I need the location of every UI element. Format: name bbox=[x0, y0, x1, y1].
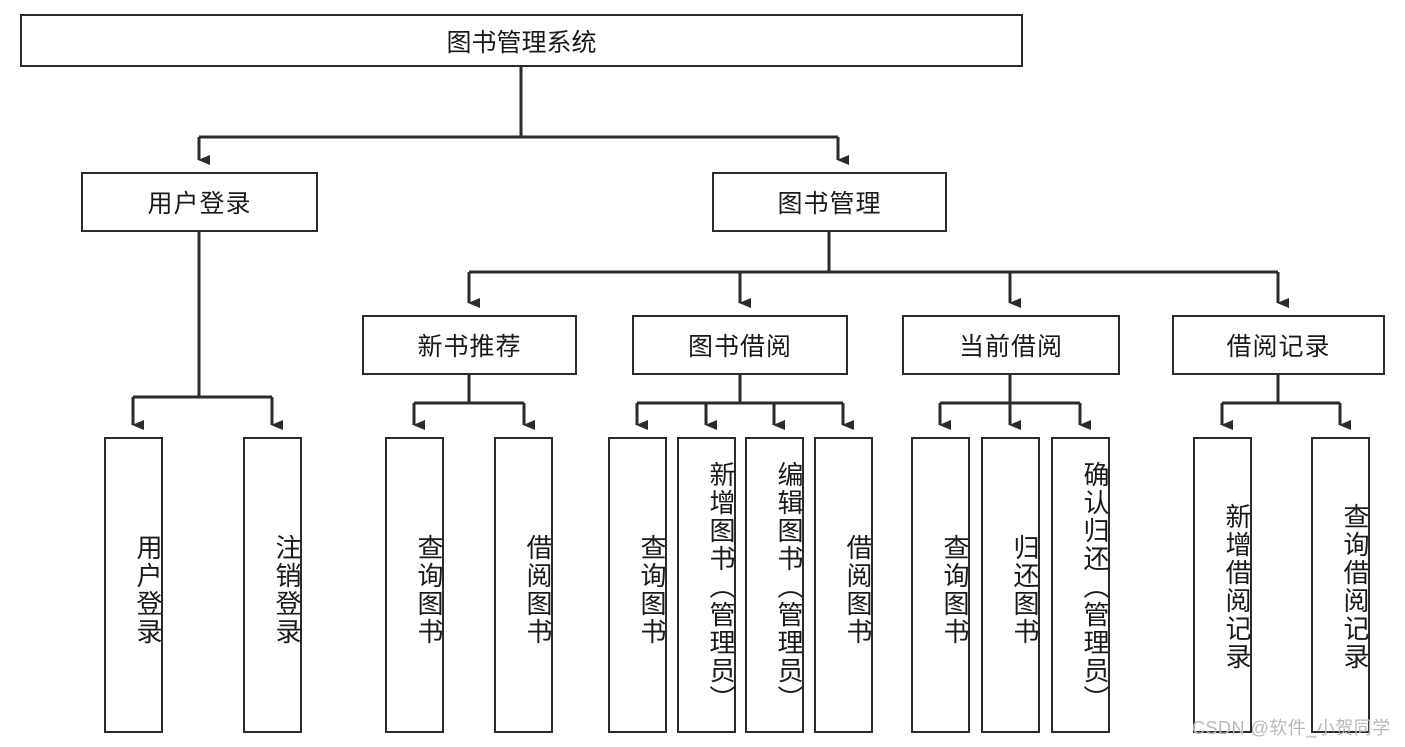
node-leaf-borrow-book-2[interactable]: 借阅图书 bbox=[814, 437, 873, 733]
node-leaf-logout[interactable]: 注销登录 bbox=[243, 437, 302, 733]
node-current-borrow-label: 当前借阅 bbox=[958, 333, 1063, 361]
node-leaf-query-book-1-label: 查询图书 bbox=[414, 534, 444, 646]
node-book-mgmt[interactable]: 图书管理 bbox=[712, 172, 947, 232]
node-book-mgmt-label: 图书管理 bbox=[777, 190, 882, 218]
node-leaf-return-book-label: 归还图书 bbox=[1010, 534, 1040, 646]
node-leaf-add-record[interactable]: 新增借阅记录 bbox=[1193, 437, 1252, 733]
node-leaf-borrow-book-1-label: 借阅图书 bbox=[523, 534, 553, 646]
node-leaf-query-book-3-label: 查询图书 bbox=[940, 534, 970, 646]
node-leaf-edit-book[interactable]: 编辑图书（管理员） bbox=[745, 437, 804, 733]
node-borrow-record-label: 借阅记录 bbox=[1226, 333, 1331, 361]
node-book-borrow[interactable]: 图书借阅 bbox=[632, 315, 848, 375]
node-leaf-logout-label: 注销登录 bbox=[272, 534, 302, 646]
node-leaf-edit-book-label: 编辑图书（管理员） bbox=[774, 461, 804, 713]
node-leaf-query-book-2[interactable]: 查询图书 bbox=[608, 437, 667, 733]
node-leaf-query-record[interactable]: 查询借阅记录 bbox=[1311, 437, 1370, 733]
node-leaf-add-book-label: 新增图书（管理员） bbox=[706, 461, 736, 713]
node-leaf-borrow-book-1[interactable]: 借阅图书 bbox=[494, 437, 553, 733]
node-root-label: 图书管理系统 bbox=[446, 28, 597, 57]
node-leaf-user-login-label: 用户登录 bbox=[133, 534, 163, 646]
node-new-book-rec-label: 新书推荐 bbox=[417, 333, 522, 361]
node-current-borrow[interactable]: 当前借阅 bbox=[902, 315, 1120, 375]
node-user-login[interactable]: 用户登录 bbox=[81, 172, 318, 232]
node-new-book-rec[interactable]: 新书推荐 bbox=[362, 315, 577, 375]
node-leaf-borrow-book-2-label: 借阅图书 bbox=[843, 534, 873, 646]
node-leaf-confirm-return[interactable]: 确认归还（管理员） bbox=[1051, 437, 1110, 733]
node-root[interactable]: 图书管理系统 bbox=[20, 14, 1023, 67]
node-leaf-query-book-1[interactable]: 查询图书 bbox=[385, 437, 444, 733]
node-leaf-return-book[interactable]: 归还图书 bbox=[981, 437, 1040, 733]
node-leaf-confirm-return-label: 确认归还（管理员） bbox=[1080, 461, 1110, 713]
node-book-borrow-label: 图书借阅 bbox=[687, 333, 792, 361]
node-leaf-add-book[interactable]: 新增图书（管理员） bbox=[677, 437, 736, 733]
node-borrow-record[interactable]: 借阅记录 bbox=[1172, 315, 1385, 375]
node-leaf-user-login[interactable]: 用户登录 bbox=[104, 437, 163, 733]
node-leaf-query-book-2-label: 查询图书 bbox=[637, 534, 667, 646]
watermark-text: CSDN @软件_小贺同学 bbox=[1192, 718, 1391, 738]
node-leaf-query-book-3[interactable]: 查询图书 bbox=[911, 437, 970, 733]
node-user-login-label: 用户登录 bbox=[147, 190, 252, 218]
node-leaf-query-record-label: 查询借阅记录 bbox=[1340, 503, 1370, 671]
node-leaf-add-record-label: 新增借阅记录 bbox=[1222, 503, 1252, 671]
